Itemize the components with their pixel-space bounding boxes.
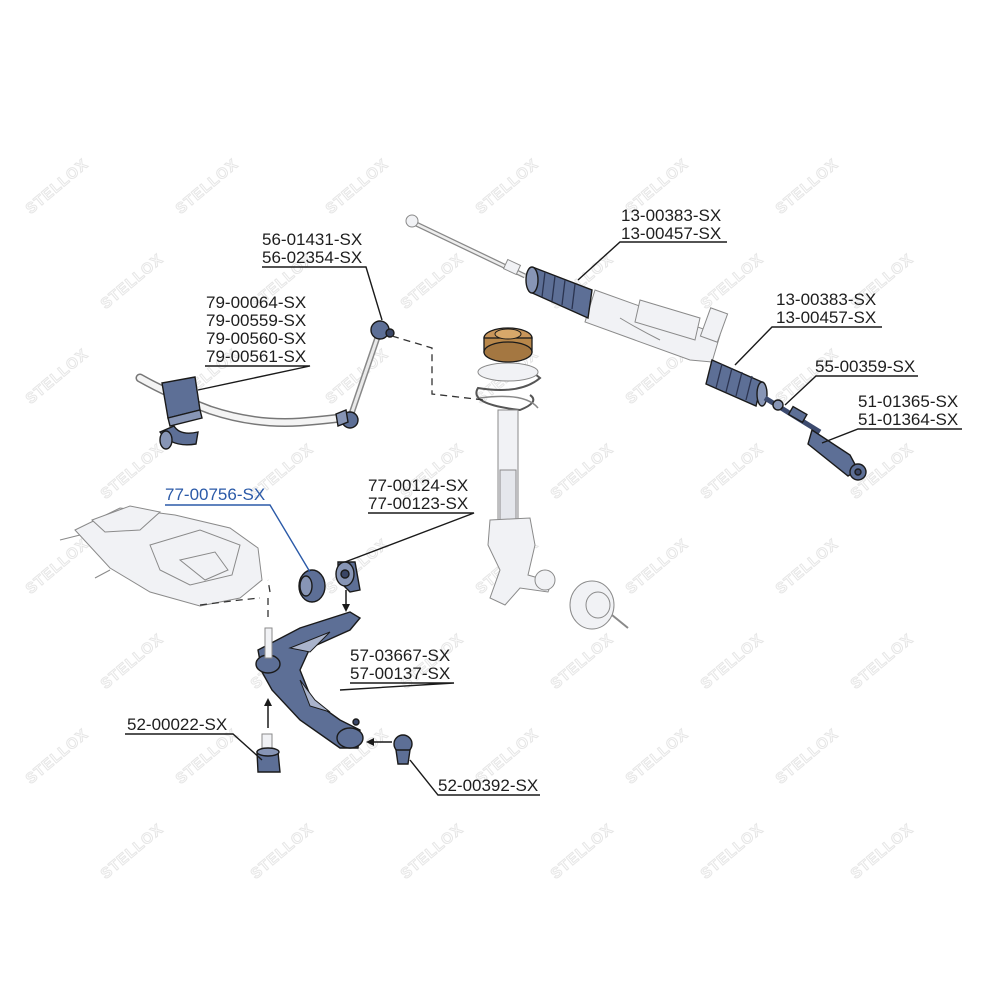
label-control-arm-2: 57-00137-SX [350,664,450,683]
ball-joint-left [256,733,281,773]
watermark-text: STELLOX [397,251,466,313]
tie-rod-end [807,428,867,481]
watermark-text: STELLOX [322,156,391,218]
rack-boot-right [705,359,768,407]
label-front-arm-bushing-2: 77-00123-SX [368,494,468,513]
label-tie-rod-boot-right-1: 13-00383-SX [776,290,876,309]
inner-tie-rod-left [405,214,527,279]
watermark-text: STELLOX [172,156,241,218]
watermark-text: STELLOX [847,821,916,883]
watermark-text: STELLOX [22,156,91,218]
label-stabilizer-bushing-2: 79-00559-SX [206,311,306,330]
label-stabilizer-bushing-3: 79-00560-SX [206,329,306,348]
label-tie-rod-boot-right-2: 13-00457-SX [776,308,876,327]
watermark-text: STELLOX [772,536,841,598]
assembly-lines [199,335,485,620]
rear-arm-bushing [298,569,326,603]
watermark-text: STELLOX [697,821,766,883]
watermark-text: STELLOX [472,156,541,218]
label-stabilizer-link-2: 56-02354-SX [262,248,362,267]
label-ball-joint-left: 52-00022-SX [127,715,227,734]
arm-bolt [264,627,273,659]
control-arm [255,611,364,749]
watermark-text: STELLOX [22,536,91,598]
watermark-text: STELLOX [697,441,766,503]
watermark-text: STELLOX [697,631,766,693]
stabilizer-link [335,320,395,429]
label-tie-rod-boot-left-2: 13-00457-SX [621,224,721,243]
subframe-outline [59,505,263,607]
label-inner-tie-rod: 55-00359-SX [815,357,915,376]
watermark-text: STELLOX [622,726,691,788]
rack-boot-left [525,266,593,320]
watermark-text: STELLOX [397,821,466,883]
strut-assembly [475,327,629,630]
arrows [264,590,392,746]
watermark-text: STELLOX [547,441,616,503]
watermark-text: STELLOX [22,346,91,408]
watermark-text: STELLOX [97,441,166,503]
watermark-text: STELLOX [97,251,166,313]
watermark-text: STELLOX [172,726,241,788]
inner-tie-rod-right [763,395,822,435]
ball-joint-right [393,734,413,765]
label-rear-arm-bushing: 77-00756-SX [165,485,265,504]
watermark-text: STELLOX [97,821,166,883]
label-stabilizer-bushing-1: 79-00064-SX [206,293,306,312]
label-front-arm-bushing-1: 77-00124-SX [368,476,468,495]
label-stabilizer-link-1: 56-01431-SX [262,230,362,249]
watermark-text: STELLOX [772,156,841,218]
watermark-text: STELLOX [547,821,616,883]
watermark-text: STELLOX [847,631,916,693]
label-stabilizer-bushing-4: 79-00561-SX [206,347,306,366]
watermark-text: STELLOX [772,726,841,788]
watermark-text: STELLOX [622,536,691,598]
watermark-text: STELLOX [22,726,91,788]
leader-lines [125,241,962,796]
label-ball-joint-right: 52-00392-SX [438,776,538,795]
label-tie-rod-boot-left-1: 13-00383-SX [621,206,721,225]
watermark-text: STELLOX [97,631,166,693]
stabilizer-bushing [158,376,203,450]
label-tie-rod-end-1: 51-01365-SX [858,392,958,411]
steering-rack [584,289,729,363]
label-tie-rod-end-2: 51-01364-SX [858,410,958,429]
watermark-text: STELLOX [697,251,766,313]
watermark-text: STELLOX [247,821,316,883]
label-control-arm-1: 57-03667-SX [350,646,450,665]
part-labels: 13-00383-SX 13-00457-SX 13-00383-SX 13-0… [127,206,958,795]
watermark-text: STELLOX [547,631,616,693]
